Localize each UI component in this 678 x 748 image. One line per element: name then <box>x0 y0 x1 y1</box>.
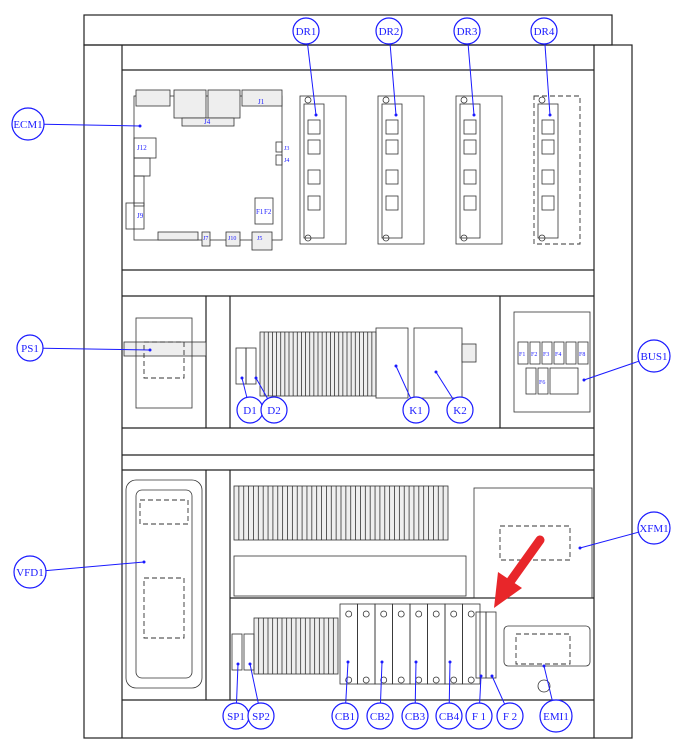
balloon-label: DR4 <box>534 26 555 38</box>
ecm-board: J1 J4 J12 J3 J4 J9 F1 F2 J7 J10 J5 <box>125 89 289 251</box>
balloon-label: DR1 <box>296 26 317 38</box>
svg-text:F2: F2 <box>264 208 272 216</box>
svg-text:J9: J9 <box>137 212 144 220</box>
balloon-label: XFM1 <box>639 523 668 535</box>
balloon-cb4: CB4 <box>435 702 463 730</box>
balloon-label: K1 <box>409 405 422 417</box>
balloon-k1: K1 <box>402 396 430 424</box>
balloon-label: SP1 <box>227 711 245 723</box>
balloon-label: EMI1 <box>543 711 569 723</box>
balloon-f2: F 2 <box>496 702 524 730</box>
balloon-xfm1: XFM1 <box>637 511 671 545</box>
svg-text:F4: F4 <box>555 352 561 358</box>
balloon-dr3: DR3 <box>453 17 481 45</box>
svg-text:J4: J4 <box>204 118 211 126</box>
balloon-label: SP2 <box>252 711 270 723</box>
svg-text:F3: F3 <box>543 352 549 358</box>
svg-text:F8: F8 <box>579 352 585 358</box>
balloon-label: CB3 <box>405 711 426 723</box>
red-arrow-icon <box>494 535 545 608</box>
balloon-f1: F 1 <box>465 702 493 730</box>
balloon-dr1: DR1 <box>292 17 320 45</box>
terminal-blocks <box>231 331 467 675</box>
balloon-sp1: SP1 <box>222 702 250 730</box>
balloon-d2: D2 <box>260 396 288 424</box>
balloon-label: VFD1 <box>16 567 44 579</box>
circuit-breakers <box>339 603 497 685</box>
transformer <box>473 487 593 599</box>
balloon-label: K2 <box>453 405 466 417</box>
balloon-cb3: CB3 <box>401 702 429 730</box>
balloon-label: DR2 <box>379 26 400 38</box>
balloon-sp2: SP2 <box>247 702 275 730</box>
balloon-dr4: DR4 <box>530 17 558 45</box>
balloon-ecm1: ECM1 <box>11 107 45 141</box>
svg-text:F1: F1 <box>519 352 525 358</box>
balloon-label: CB4 <box>439 711 460 723</box>
balloon-cb1: CB1 <box>331 702 359 730</box>
svg-text:J12: J12 <box>137 144 147 152</box>
svg-text:F6: F6 <box>539 380 545 386</box>
balloon-cb2: CB2 <box>366 702 394 730</box>
balloon-d1: D1 <box>236 396 264 424</box>
balloon-label: PS1 <box>21 343 39 355</box>
balloon-label: DR3 <box>457 26 478 38</box>
balloon-emi1: EMI1 <box>539 699 573 733</box>
svg-text:F1: F1 <box>256 208 264 216</box>
svg-text:J5: J5 <box>257 236 262 242</box>
svg-text:J7: J7 <box>203 236 208 242</box>
vfd <box>125 479 203 689</box>
balloon-ps1: PS1 <box>16 334 44 362</box>
balloon-label: BUS1 <box>641 351 668 363</box>
balloon-label: F 2 <box>503 711 517 723</box>
balloon-label: CB2 <box>370 711 390 723</box>
svg-text:J4: J4 <box>284 158 289 164</box>
svg-text:J1: J1 <box>258 98 265 106</box>
power-supply <box>123 317 207 409</box>
svg-text:J3: J3 <box>284 146 289 152</box>
balloon-leaders <box>42 43 640 705</box>
svg-text:F2: F2 <box>531 352 537 358</box>
balloon-label: F 1 <box>472 711 486 723</box>
contactors <box>375 327 477 399</box>
balloon-label: D1 <box>243 405 256 417</box>
emi-filter <box>503 625 591 693</box>
balloon-bus1: BUS1 <box>637 339 671 373</box>
balloon-label: CB1 <box>335 711 355 723</box>
balloon-label: ECM1 <box>13 119 42 131</box>
balloon-vfd1: VFD1 <box>13 555 47 589</box>
balloon-k2: K2 <box>446 396 474 424</box>
svg-text:J10: J10 <box>228 236 236 242</box>
balloon-dr2: DR2 <box>375 17 403 45</box>
servo-drives <box>299 95 581 245</box>
balloon-label: D2 <box>267 405 280 417</box>
